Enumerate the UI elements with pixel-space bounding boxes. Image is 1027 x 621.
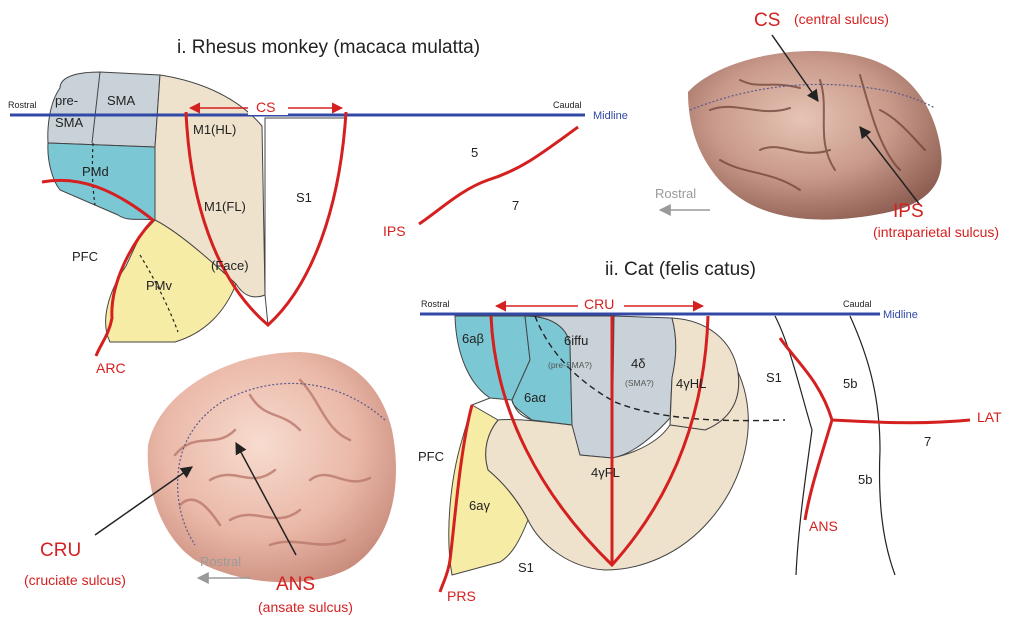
cat-label-4gfl: 4γFL xyxy=(591,465,620,480)
cat-label-6iffu: 6iffu xyxy=(564,333,588,348)
monkey-label-pre-sma-2: SMA xyxy=(55,115,84,130)
monkey-caudal-label: Caudal xyxy=(553,100,582,110)
cat-title: ii. Cat (felis catus) xyxy=(605,259,756,280)
monkey-photo-ips-desc: (intraparietal sulcus) xyxy=(873,224,999,240)
cat-label-6aa: 6aα xyxy=(524,390,546,405)
cat-label-6ab: 6aβ xyxy=(462,331,484,346)
cat-ansate-sulcus xyxy=(780,338,832,520)
monkey-ips-label: IPS xyxy=(383,223,406,239)
monkey-brain-photo: CS (central sulcus) Rostral IPS (intrapa… xyxy=(655,10,999,240)
cat-photo-ans-desc: (ansate sulcus) xyxy=(258,599,353,615)
cat-outline-right-2 xyxy=(850,316,895,575)
monkey-photo-cs-label: CS xyxy=(754,10,780,31)
cat-label-5b-top: 5b xyxy=(843,376,857,391)
monkey-photo-cs-desc: (central sulcus) xyxy=(794,11,889,27)
monkey-title: i. Rhesus monkey (macaca mulatta) xyxy=(177,37,480,58)
cat-ans-label: ANS xyxy=(809,518,838,534)
cat-cru-label: CRU xyxy=(584,296,614,312)
cat-label-pfc: PFC xyxy=(418,449,444,464)
monkey-midline-label: Midline xyxy=(593,110,628,122)
cat-photo-cru-desc: (cruciate sulcus) xyxy=(24,572,126,588)
monkey-label-pre-sma-1: pre- xyxy=(55,93,78,108)
monkey-brain-shape xyxy=(688,51,942,220)
monkey-label-sma: SMA xyxy=(107,93,136,108)
cat-label-7: 7 xyxy=(924,434,931,449)
cat-lateral-sulcus xyxy=(832,420,970,423)
cat-brain-photo: CRU (cruciate sulcus) ANS (ansate sulcus… xyxy=(24,352,396,615)
monkey-label-m1-hl: M1(HL) xyxy=(193,122,236,137)
monkey-label-area7: 7 xyxy=(512,198,519,213)
cat-midline-label: Midline xyxy=(883,309,918,321)
cat-rostral-label: Rostral xyxy=(421,299,450,309)
cat-label-5b-bottom: 5b xyxy=(858,472,872,487)
cat-label-6ag: 6aγ xyxy=(469,498,490,513)
cat-section: ii. Cat (felis catus) Rostral Caudal Mid… xyxy=(418,259,1002,604)
monkey-label-pfc: PFC xyxy=(72,249,98,264)
monkey-intraparietal-sulcus xyxy=(419,127,578,224)
monkey-photo-rostral-label: Rostral xyxy=(655,186,696,201)
monkey-label-face: (Face) xyxy=(211,258,249,273)
cat-label-4d: 4δ xyxy=(631,356,645,371)
monkey-label-area5: 5 xyxy=(471,145,478,160)
monkey-cs-label: CS xyxy=(256,99,275,115)
cat-prs-label: PRS xyxy=(447,588,476,604)
monkey-label-pmd: PMd xyxy=(82,164,109,179)
cat-label-4ghl: 4γHL xyxy=(676,376,706,391)
cat-label-s1-bottom: S1 xyxy=(518,560,534,575)
monkey-sma-region xyxy=(48,72,160,147)
monkey-rostral-label: Rostral xyxy=(8,100,37,110)
monkey-s1-region xyxy=(265,118,346,325)
cat-label-sma-q: (SMA?) xyxy=(625,378,654,388)
cat-lat-label: LAT xyxy=(977,409,1002,425)
cat-label-s1-right: S1 xyxy=(766,370,782,385)
cat-caudal-label: Caudal xyxy=(843,299,872,309)
monkey-label-s1: S1 xyxy=(296,190,312,205)
monkey-photo-ips-label: IPS xyxy=(893,201,924,222)
cat-photo-rostral-label: Rostral xyxy=(200,554,241,569)
cat-photo-ans-label: ANS xyxy=(276,574,315,595)
monkey-arc-label: ARC xyxy=(96,360,126,376)
monkey-label-m1-fl: M1(FL) xyxy=(204,199,246,214)
monkey-label-pmv: PMv xyxy=(146,278,173,293)
cat-brain-shape xyxy=(148,352,396,582)
cat-label-pre-sma-q: (pre-SMA?) xyxy=(548,360,592,370)
cat-photo-cru-label: CRU xyxy=(40,540,81,561)
